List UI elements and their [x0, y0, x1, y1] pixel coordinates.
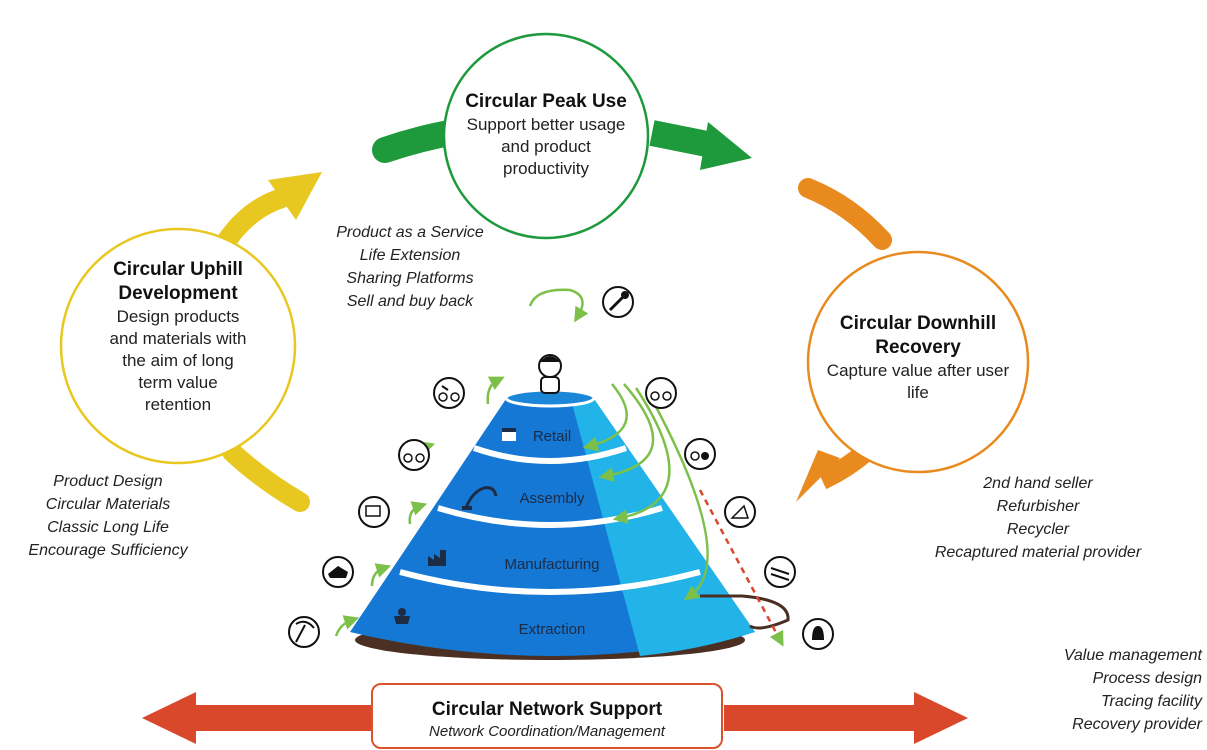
list-item: Life Extension	[359, 247, 461, 264]
uphill-desc-4: term value	[138, 373, 218, 392]
wrench-icon	[602, 286, 634, 318]
list-item: Refurbisher	[996, 498, 1080, 515]
network-support-box: Circular Network Support Network Coordin…	[371, 683, 723, 749]
uphill-desc-2: and materials with	[109, 329, 247, 348]
peak-use-text: Circular Peak Use Support better usage a…	[450, 90, 642, 180]
downhill-text: Circular Downhill Recovery Capture value…	[810, 312, 1026, 404]
list-item: Tracing facility	[1100, 693, 1202, 710]
level-extraction: Extraction	[518, 621, 586, 638]
list-item: Circular Materials	[45, 496, 171, 513]
truck-icon	[322, 556, 354, 588]
uphill-title-1: Circular Uphill	[113, 259, 243, 280]
materials-icon	[358, 496, 390, 528]
robot-arm-icon	[462, 486, 498, 510]
downhill-desc-2: life	[907, 383, 929, 402]
factory-icon	[428, 550, 446, 566]
peak-use-desc-1: Support better usage	[466, 115, 626, 134]
list-item: 2nd hand seller	[983, 475, 1093, 492]
level-retail: Retail	[532, 428, 572, 445]
uphill-list: Product Design Circular Materials Classi…	[8, 470, 208, 562]
person-icon	[538, 354, 562, 394]
list-item: Sharing Platforms	[346, 270, 474, 287]
bicycle-icon	[398, 439, 430, 471]
peak-use-desc-3: productivity	[503, 159, 589, 178]
list-item: Recycler	[1006, 521, 1070, 538]
downhill-title-2: Recovery	[875, 337, 961, 358]
bag-icon	[802, 618, 834, 650]
list-item: Sell and buy back	[346, 293, 474, 310]
frame-icon	[724, 496, 756, 528]
mine-cart-icon	[394, 608, 410, 624]
peak-use-circle	[442, 32, 650, 240]
return-loops	[334, 288, 709, 637]
list-item: Classic Long Life	[47, 519, 169, 536]
list-item: Value management	[1063, 647, 1202, 664]
uphill-desc-1: Design products	[116, 307, 240, 326]
downhill-title-1: Circular Downhill	[839, 313, 997, 334]
bicycle-icon	[433, 377, 465, 409]
pipes-icon	[764, 556, 796, 588]
value-cone	[350, 388, 790, 660]
peak-use-list: Product as a Service Life Extension Shar…	[320, 221, 500, 313]
uphill-desc-5: retention	[144, 395, 212, 414]
list-item: Product as a Service	[336, 224, 484, 241]
uphill-desc-3: the aim of long	[122, 351, 234, 370]
uphill-text: Circular Uphill Development Design produ…	[76, 258, 280, 416]
network-support-title: Circular Network Support	[431, 699, 663, 720]
list-item: Process design	[1092, 670, 1202, 687]
network-list: Value management Process design Tracing …	[1020, 644, 1202, 736]
bicycle-icon	[645, 377, 677, 409]
parts-icon	[684, 438, 716, 470]
uphill-circle	[59, 227, 297, 465]
uphill-title-2: Development	[118, 283, 238, 304]
list-item: Recovery provider	[1072, 716, 1202, 733]
list-item: Product Design	[53, 473, 163, 490]
downhill-desc-1: Capture value after user	[826, 361, 1010, 380]
level-assembly: Assembly	[519, 490, 585, 507]
peak-use-desc-2: and product	[501, 137, 591, 156]
store-icon	[502, 428, 516, 441]
list-item: Recaptured material provider	[934, 544, 1142, 561]
pickaxe-icon	[288, 616, 320, 648]
network-support-subtitle: Network Coordination/Management	[429, 723, 665, 740]
peak-use-title: Circular Peak Use	[465, 91, 627, 112]
downhill-list: 2nd hand seller Refurbisher Recycler Rec…	[912, 472, 1164, 564]
list-item: Encourage Sufficiency	[28, 542, 188, 559]
downhill-circle	[806, 250, 1030, 474]
level-manufacturing: Manufacturing	[504, 556, 600, 573]
network-arrow	[142, 692, 968, 744]
